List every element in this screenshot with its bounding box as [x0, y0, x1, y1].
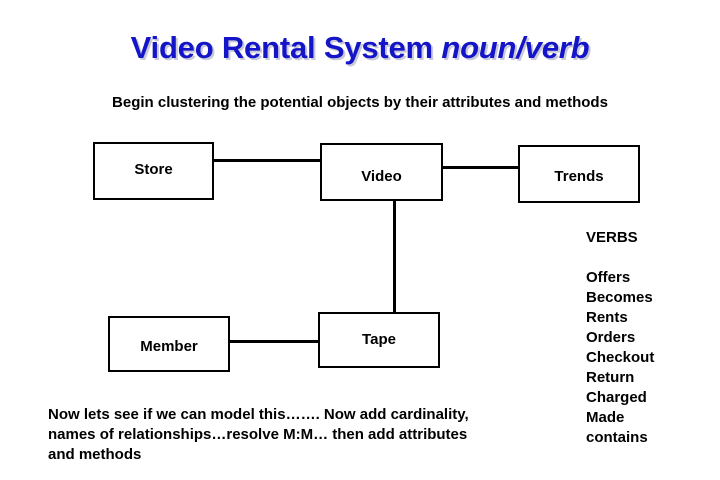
verbs-list-item: Charged: [586, 389, 647, 406]
entity-box-store[interactable]: Store: [93, 142, 214, 200]
page-subtitle: Begin clustering the potential objects b…: [112, 94, 608, 111]
page-title-emphasis: noun/verb: [441, 30, 590, 65]
footer-note-line: and methods: [48, 446, 142, 463]
entity-box-tape[interactable]: Tape: [318, 312, 440, 368]
verbs-list-item: Becomes: [586, 289, 653, 306]
edge-video-trends: [441, 166, 520, 169]
entity-label-trends: Trends: [554, 167, 604, 185]
edge-store-video: [212, 159, 322, 162]
page-title-main: Video Rental System: [130, 30, 442, 65]
verbs-list: Offers Becomes Rents Orders Checkout Ret…: [586, 268, 654, 448]
entity-label-store: Store: [134, 160, 173, 178]
verbs-list-item: Made: [586, 409, 625, 426]
footer-note: Now lets see if we can model this……. Now…: [48, 405, 578, 465]
entity-label-member: Member: [140, 337, 198, 355]
verbs-list-item: Offers: [586, 269, 631, 286]
entity-label-video: Video: [361, 167, 402, 185]
entity-box-video[interactable]: Video: [320, 143, 443, 201]
footer-note-line: names of relationships…resolve M:M… then…: [48, 426, 468, 443]
entity-box-member[interactable]: Member: [108, 316, 230, 372]
verbs-list-item: Orders: [586, 329, 636, 346]
footer-note-line: Now lets see if we can model this……. Now…: [48, 406, 469, 423]
verbs-list-item: Return: [586, 369, 635, 386]
verbs-heading: VERBS: [586, 229, 638, 246]
verbs-list-item: Rents: [586, 309, 628, 326]
entity-box-trends[interactable]: Trends: [518, 145, 640, 203]
verbs-list-item: contains: [586, 429, 648, 446]
verbs-list-item: Checkout: [586, 349, 655, 366]
edge-video-tape: [393, 199, 396, 314]
entity-label-tape: Tape: [362, 330, 396, 348]
edge-member-tape: [228, 340, 320, 343]
page-title: Video Rental System noun/verb: [0, 30, 720, 66]
